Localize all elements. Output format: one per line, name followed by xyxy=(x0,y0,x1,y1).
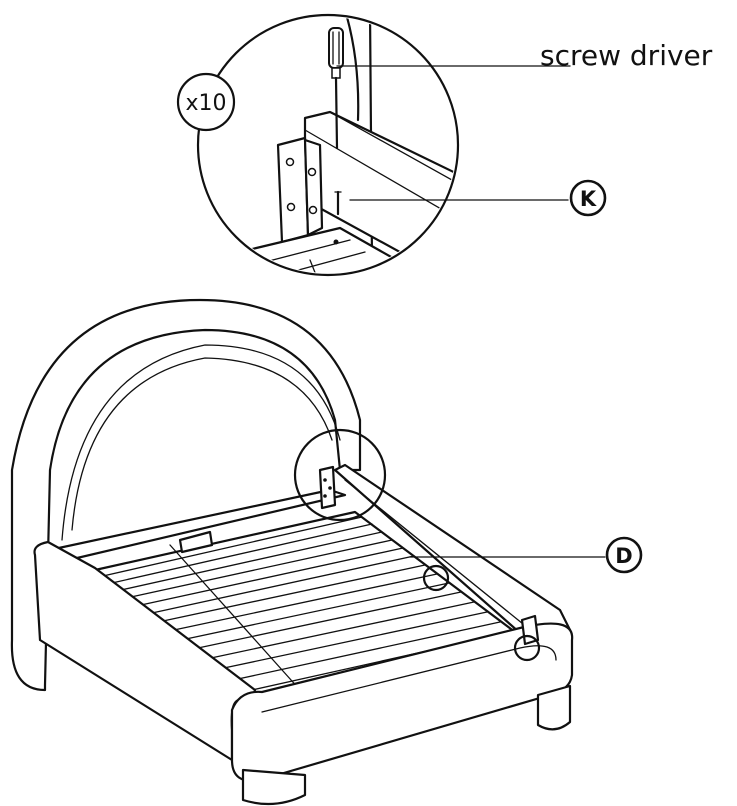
zoom-detail xyxy=(196,13,571,277)
part-k-label: K xyxy=(580,187,597,211)
quantity-label: x10 xyxy=(185,91,226,116)
part-d-badge: D xyxy=(605,536,643,574)
leg-front-right xyxy=(536,684,572,731)
side-rail-right xyxy=(333,463,572,642)
bracket-left xyxy=(178,530,214,554)
part-k-badge: K xyxy=(569,179,607,217)
detail-circle-1 xyxy=(422,564,450,592)
quantity-badge: x10 xyxy=(176,72,236,132)
detail-circle-2 xyxy=(513,634,541,662)
part-d-label: D xyxy=(615,544,632,568)
headboard xyxy=(10,298,362,692)
screwdriver-icon xyxy=(328,27,344,150)
tool-label: screw driver xyxy=(540,39,713,72)
slats xyxy=(102,516,513,691)
bracket-headboard xyxy=(318,465,337,510)
zoom-circle xyxy=(293,428,387,522)
headboard-inner-edge xyxy=(61,344,341,541)
bed-frame xyxy=(10,298,606,806)
leg-front-left xyxy=(241,768,307,806)
headboard-inner-edge-2 xyxy=(71,357,333,531)
